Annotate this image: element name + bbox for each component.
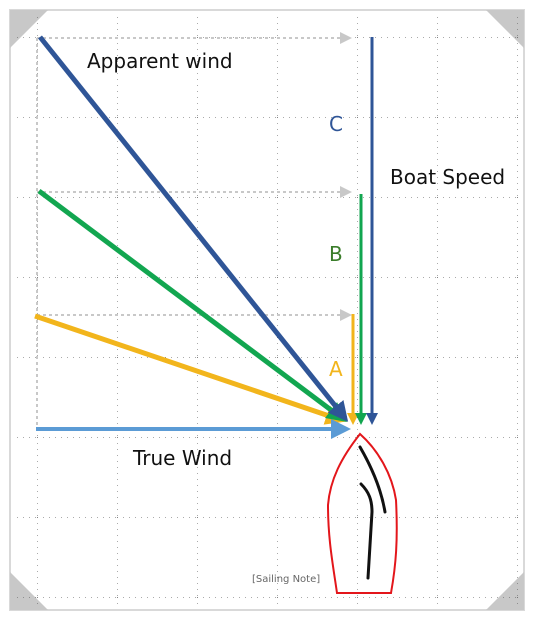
apparent-wind-arrow-a — [34, 313, 346, 425]
sailboat — [326, 432, 398, 594]
boat-hull — [326, 432, 398, 594]
scenario-c-label: C — [329, 112, 343, 136]
scenario-a-label: A — [329, 357, 343, 381]
true-wind-label: True Wind — [132, 446, 232, 470]
apparent-wind-arrow-b — [37, 189, 347, 422]
scenario-b-label: B — [329, 242, 343, 266]
apparent-wind-label: Apparent wind — [87, 49, 233, 73]
apparent-wind-arrow-c — [38, 35, 349, 422]
boat-sail-upper — [358, 445, 387, 514]
boat-sail-lower — [359, 482, 374, 580]
helper-dashed-lines — [36, 32, 352, 428]
boat-speed-label: Boat Speed — [390, 165, 505, 189]
watermark-text: [Sailing Note] — [252, 574, 320, 585]
